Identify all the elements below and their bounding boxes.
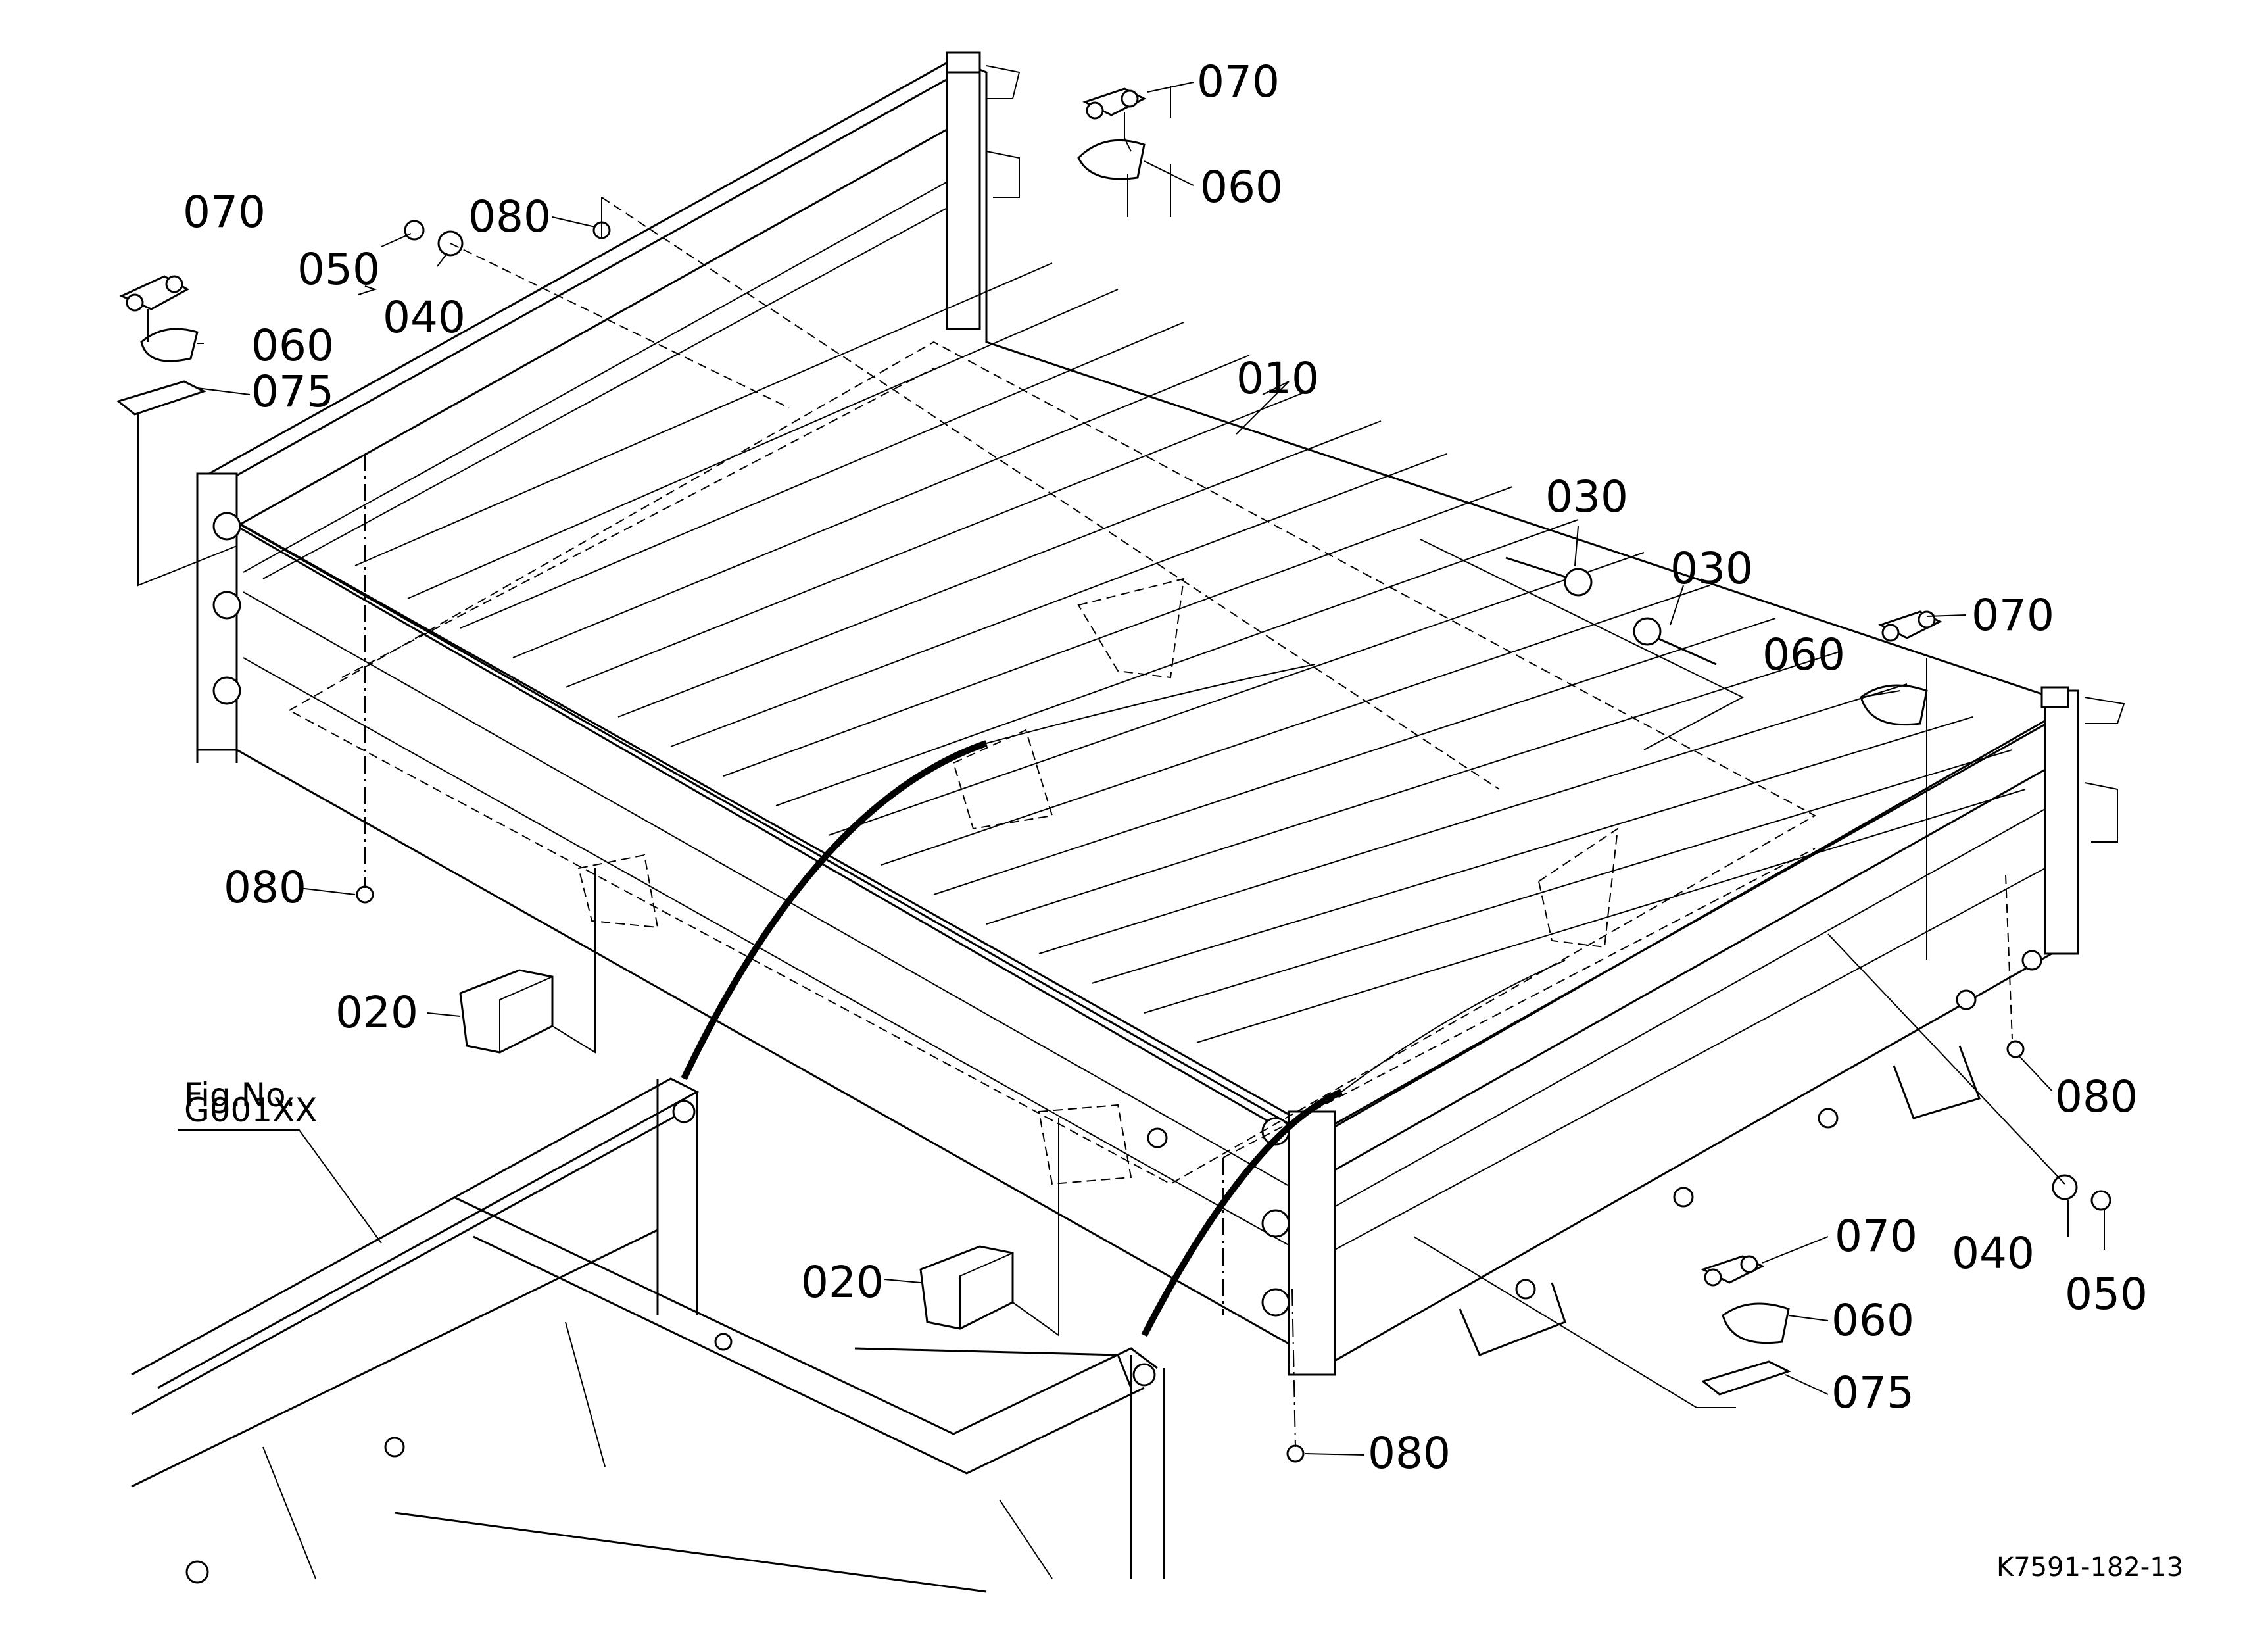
callout-075: 075 — [251, 366, 334, 417]
callout-070: 070 — [1971, 590, 2054, 641]
callout-060: 060 — [1200, 162, 1283, 212]
assembly-leader-lines — [137, 86, 2065, 1448]
callout-030: 030 — [1545, 472, 1628, 522]
chassis-frame — [131, 1077, 1165, 1593]
callout-040: 040 — [1952, 1228, 2035, 1279]
callout-080: 080 — [1368, 1428, 1451, 1479]
callout-030: 030 — [1670, 543, 1753, 594]
callout-040: 040 — [383, 292, 466, 343]
drawing-code: K7591-182-13 — [1996, 1552, 2183, 1583]
callout-080: 080 — [224, 862, 306, 913]
callout-070: 070 — [1197, 57, 1280, 107]
figure-reference-number: G001XX — [184, 1091, 318, 1129]
callout-060: 060 — [1762, 629, 1845, 680]
callout-060: 060 — [1831, 1295, 1914, 1346]
callout-leaders — [197, 82, 2105, 1456]
callout-080: 080 — [2055, 1071, 2138, 1122]
cargo-bed — [196, 51, 2125, 1376]
hardware-parts — [116, 87, 2111, 1463]
callout-070: 070 — [1835, 1211, 1918, 1262]
mounting-guides — [178, 664, 1566, 1337]
callout-075: 075 — [1831, 1367, 1914, 1418]
figure-reference-label: Fig.No. — [184, 1076, 296, 1114]
callout-labels: 070 060 070 080 050 040 060 075 010 030 … — [183, 57, 2148, 1479]
callout-020: 020 — [335, 987, 418, 1038]
callout-050: 050 — [297, 244, 380, 295]
callout-060: 060 — [251, 320, 334, 371]
callout-020: 020 — [801, 1257, 884, 1308]
callout-010: 010 — [1236, 353, 1319, 404]
callout-070: 070 — [183, 187, 266, 237]
figure-reference: Fig.No. G001XX — [184, 1076, 318, 1129]
callout-080: 080 — [468, 191, 551, 242]
callout-050: 050 — [2065, 1269, 2148, 1319]
